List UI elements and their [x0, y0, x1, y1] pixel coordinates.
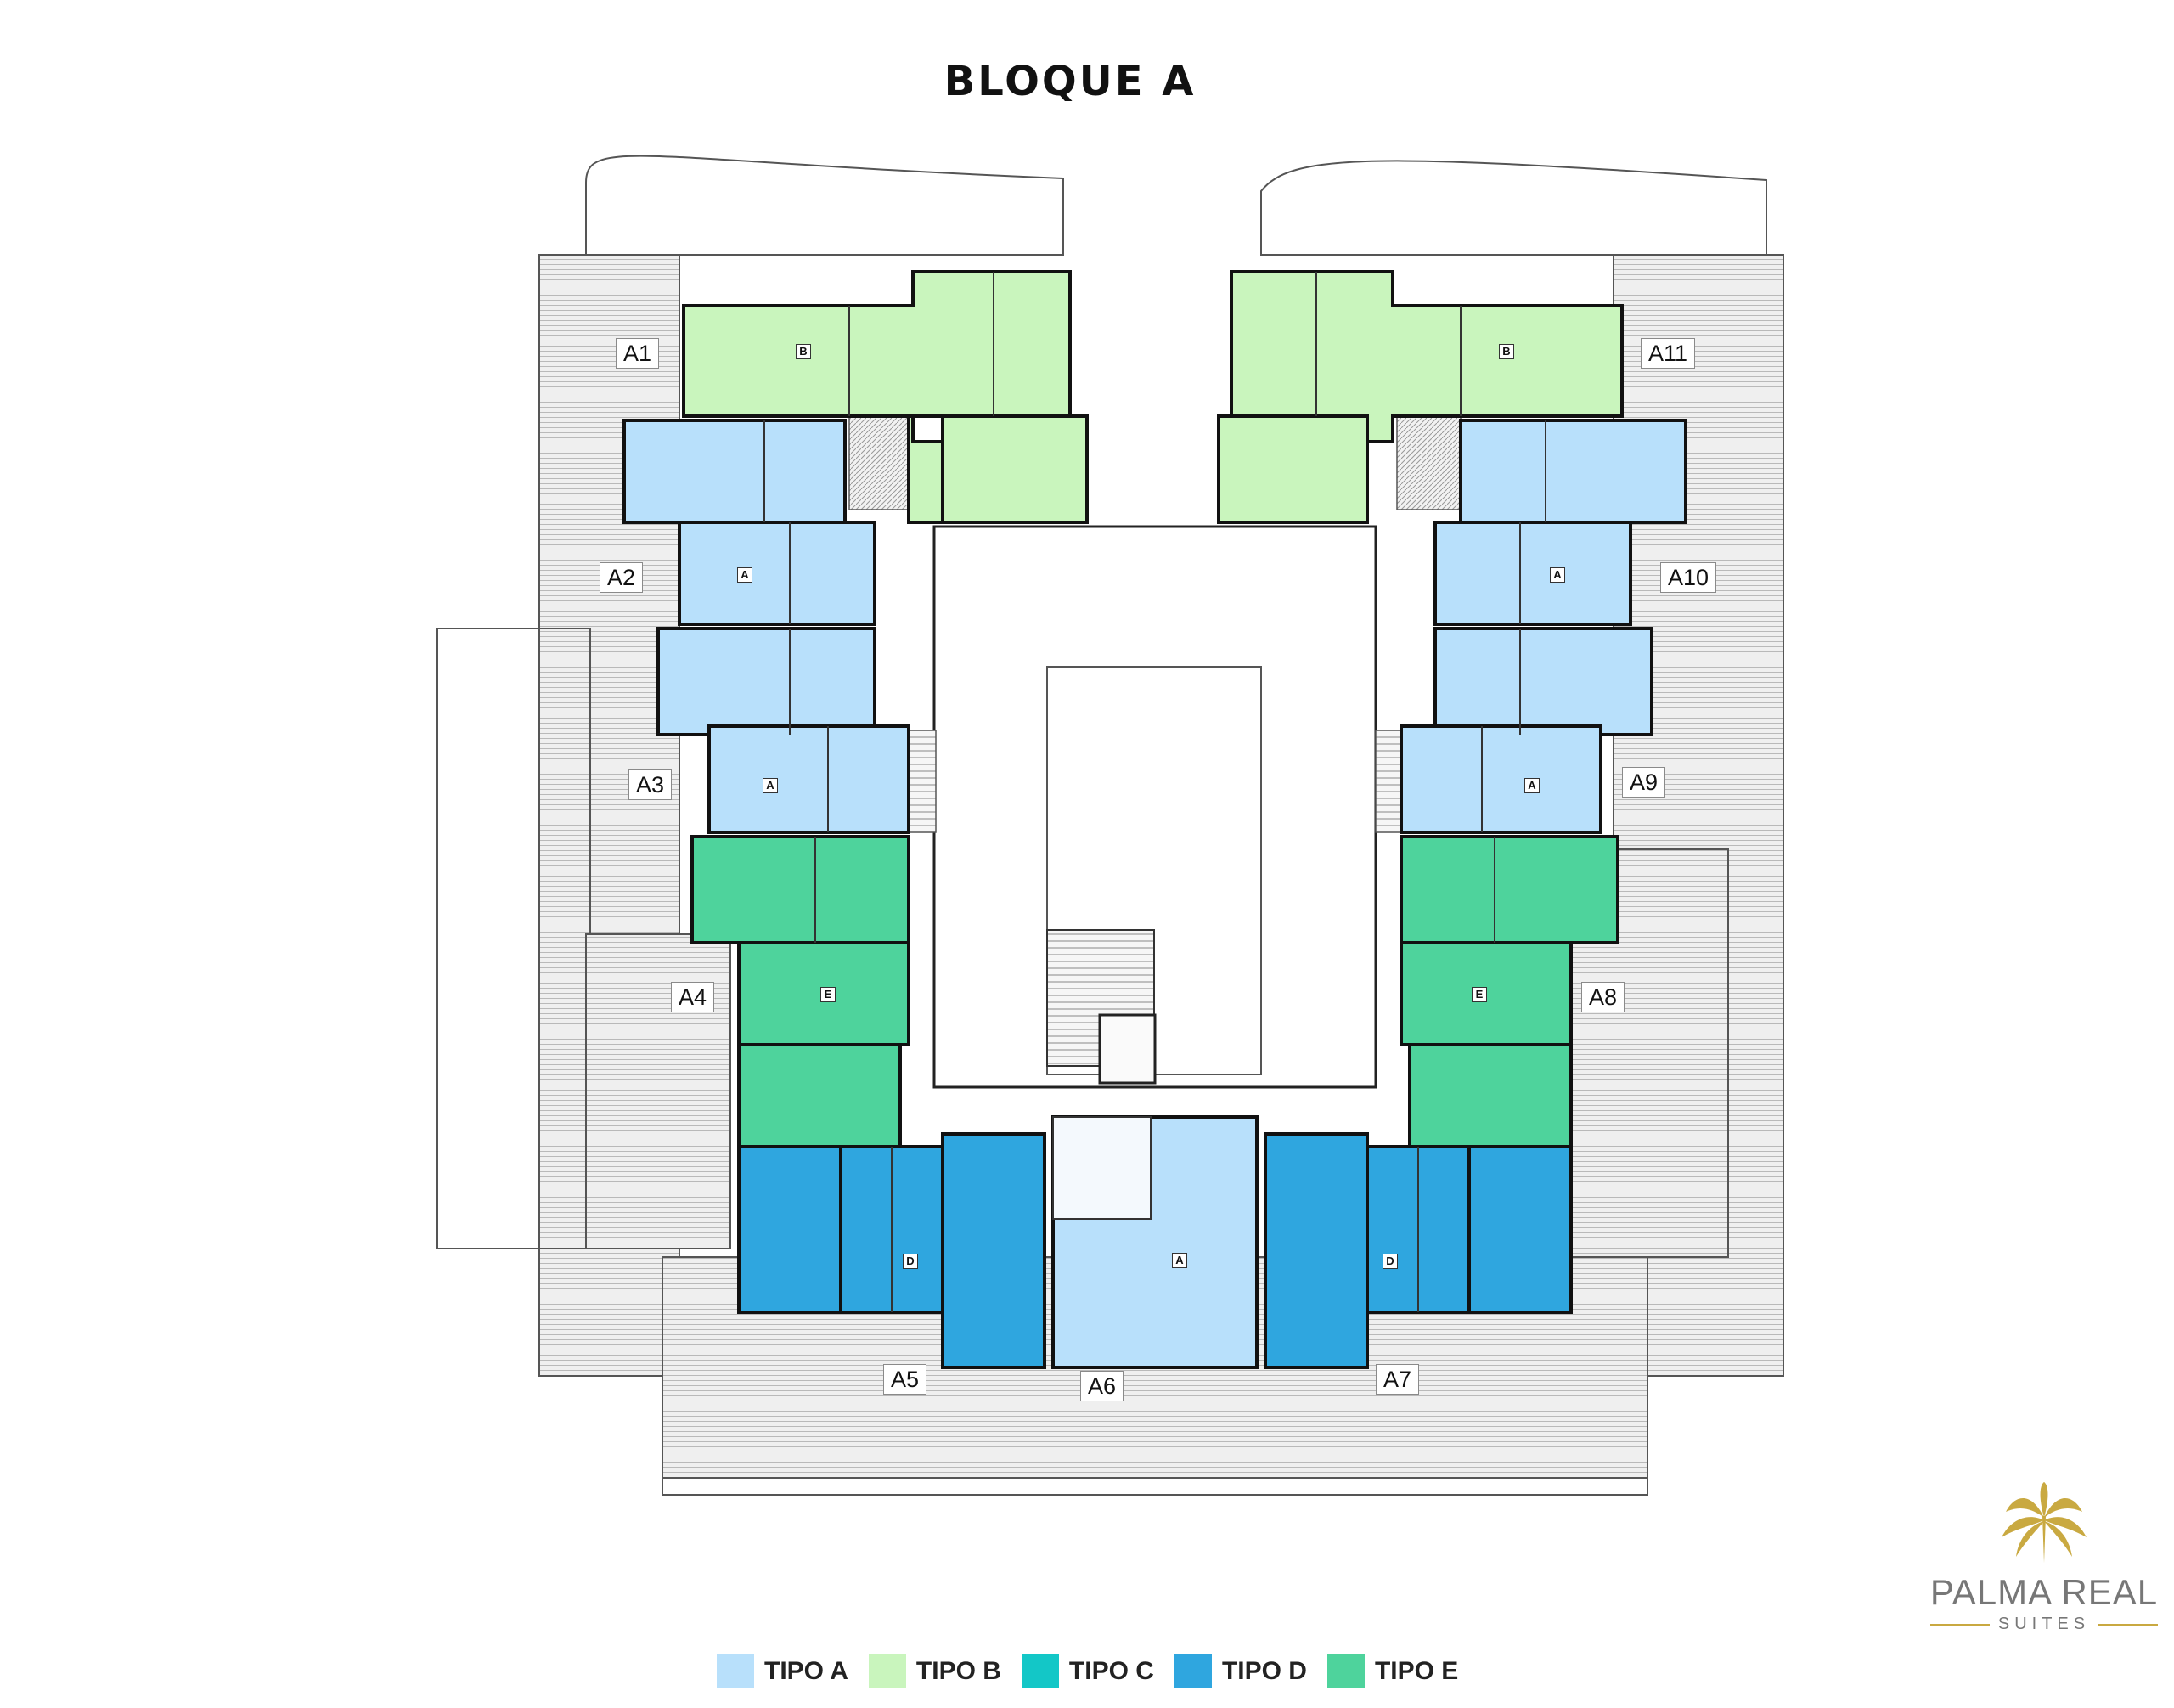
unit-label-a11: A11	[1641, 338, 1696, 369]
legend-swatch	[868, 1654, 906, 1688]
unit-label-a3: A3	[628, 769, 673, 800]
type-letter-a6: A	[1172, 1253, 1187, 1268]
legend-label: TIPO D	[1221, 1657, 1307, 1685]
legend-label: TIPO B	[915, 1657, 1001, 1685]
unit-a6[interactable]	[1051, 1115, 1259, 1369]
legend-label: TIPO A	[764, 1657, 848, 1685]
unit-a2[interactable]	[622, 419, 876, 626]
unit-a1[interactable]	[682, 270, 1089, 524]
courtyard	[848, 415, 1462, 1089]
unit-a7[interactable]	[1264, 1132, 1573, 1369]
unit-label-a1: A1	[616, 338, 660, 369]
divider	[1929, 1623, 1990, 1626]
unit-a8[interactable]	[1400, 835, 1619, 1148]
unit-a9[interactable]	[1400, 627, 1653, 834]
unit-a11[interactable]	[1217, 270, 1624, 524]
legend: TIPO A TIPO B TIPO C TIPO D TIPO E	[717, 1654, 1478, 1688]
unit-a5[interactable]	[737, 1132, 1046, 1369]
unit-a4[interactable]	[690, 835, 910, 1148]
unit-a3[interactable]	[656, 627, 910, 834]
legend-swatch	[717, 1654, 754, 1688]
unit-label-a5: A5	[883, 1364, 927, 1395]
brand-subtitle-row: SUITES	[1921, 1615, 2167, 1634]
brand-block: PALMA REAL SUITES	[1921, 1482, 2167, 1634]
type-letter-a4: E	[820, 987, 836, 1002]
unit-a10[interactable]	[1433, 419, 1687, 626]
unit-label-a2: A2	[600, 562, 644, 593]
legend-swatch	[1021, 1654, 1059, 1688]
type-letter-a1: B	[796, 344, 811, 359]
type-letter-a5: D	[903, 1254, 918, 1269]
legend-label: TIPO E	[1374, 1657, 1459, 1685]
legend-item-tipo-a: TIPO A	[717, 1654, 848, 1688]
legend-item-tipo-b: TIPO B	[868, 1654, 1001, 1688]
type-letter-a9: A	[1524, 778, 1540, 793]
legend-item-tipo-d: TIPO D	[1174, 1654, 1307, 1688]
unit-label-a7: A7	[1376, 1364, 1420, 1395]
page-title: BLOQUE A	[943, 58, 1197, 105]
brand-name: PALMA REAL	[1929, 1572, 2159, 1612]
brand-subtitle: SUITES	[1997, 1615, 2091, 1633]
legend-swatch	[1174, 1654, 1212, 1688]
legend-swatch	[1326, 1654, 1365, 1688]
type-letter-a10: A	[1550, 567, 1565, 583]
type-letter-a8: E	[1472, 987, 1487, 1002]
unit-label-a8: A8	[1581, 982, 1625, 1012]
unit-label-a6: A6	[1080, 1371, 1124, 1401]
type-letter-a3: A	[763, 778, 778, 793]
legend-label: TIPO C	[1068, 1657, 1154, 1685]
type-letter-a11: B	[1499, 344, 1514, 359]
palm-leaf-icon	[2002, 1482, 2087, 1563]
divider	[2098, 1623, 2159, 1626]
unit-label-a4: A4	[671, 982, 715, 1012]
type-letter-a7: D	[1383, 1254, 1398, 1269]
unit-label-a10: A10	[1660, 562, 1717, 593]
legend-item-tipo-e: TIPO E	[1326, 1654, 1459, 1688]
terraces	[436, 155, 1784, 1496]
type-letter-a2: A	[737, 567, 752, 583]
legend-item-tipo-c: TIPO C	[1021, 1654, 1154, 1688]
unit-label-a9: A9	[1622, 767, 1666, 798]
interior-walls	[763, 272, 1546, 1312]
